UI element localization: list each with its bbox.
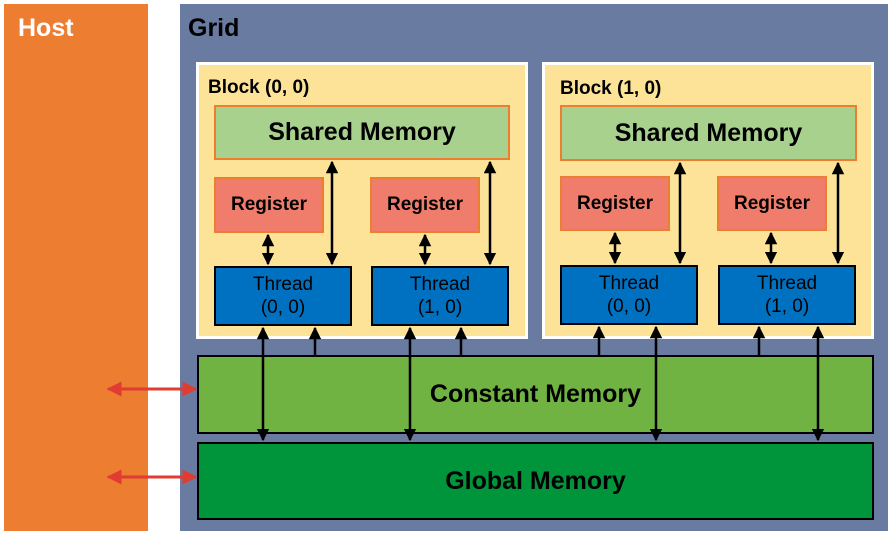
shared-memory-box: Shared Memory: [214, 105, 510, 160]
register-box: Register: [370, 177, 480, 233]
register-box: Register: [214, 177, 324, 233]
thread-label: Thread: [598, 273, 660, 294]
register-box: Register: [560, 176, 670, 231]
thread-index: (0, 0): [606, 296, 652, 317]
grid-label: Grid: [188, 14, 240, 42]
shared-memory-box: Shared Memory: [560, 105, 857, 161]
host-region: [4, 4, 148, 531]
register-box: Register: [717, 176, 827, 231]
thread-box: Thread (0, 0): [214, 266, 352, 326]
thread-box: Thread (1, 0): [371, 266, 509, 326]
thread-label: Thread: [252, 274, 314, 295]
thread-index: (1, 0): [764, 296, 810, 317]
thread-index: (0, 0): [260, 297, 306, 318]
thread-box: Thread (1, 0): [718, 265, 856, 325]
block-label: Block (1, 0): [560, 78, 662, 99]
global-memory-box: Global Memory: [197, 442, 874, 520]
thread-box: Thread (0, 0): [560, 265, 698, 325]
constant-memory-box: Constant Memory: [197, 355, 874, 434]
host-label: Host: [18, 14, 74, 42]
block-label: Block (0, 0): [208, 77, 310, 98]
thread-label: Thread: [409, 274, 471, 295]
thread-index: (1, 0): [417, 297, 463, 318]
thread-label: Thread: [756, 273, 818, 294]
